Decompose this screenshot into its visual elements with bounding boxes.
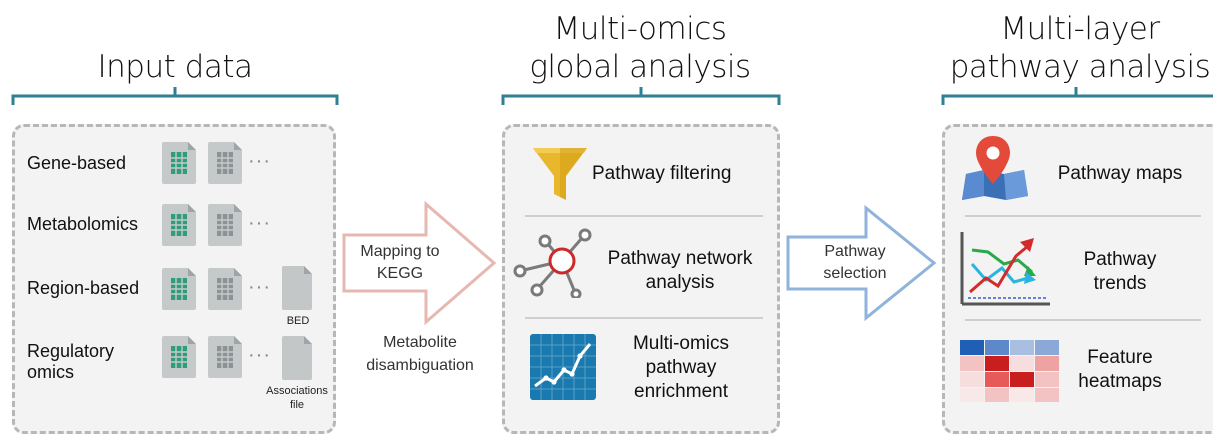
pathway-filtering-label: Pathway filtering [592, 163, 732, 184]
multi-omics-enrichment-label-line2: pathway [645, 357, 717, 378]
mapping-arrow-label-line1: Mapping to [360, 243, 440, 260]
mapping-arrow-label-line2: KEGG [376, 265, 424, 282]
multi-omics-enrichment-label-line1: Multi-omics [632, 333, 730, 354]
separator [965, 215, 1201, 217]
spreadsheet-gray-icon [207, 267, 243, 311]
pathway-analysis-title-line1: Multi-layer [1000, 11, 1160, 47]
bed-file-icon [282, 266, 312, 310]
selection-arrow-label: Pathway selection [800, 241, 910, 285]
pathway-network-label: Pathway network analysis [590, 247, 770, 295]
spreadsheet-gray-icon [207, 141, 243, 185]
pathway-bracket [941, 87, 1213, 105]
metabolite-disambiguation-note-line1: Metabolite [383, 334, 457, 351]
spreadsheet-green-icon [161, 267, 197, 311]
global-analysis-title-line2: global analysis [529, 49, 751, 85]
regulatory-omics-label-line1: Regulatory [27, 341, 115, 361]
pathway-trends-label: Pathway trends [1060, 248, 1180, 296]
metabolite-disambiguation-note: Metabolite disambiguation [340, 331, 500, 377]
selection-arrow-label-line1: Pathway [824, 243, 886, 260]
more-files-ellipsis: ··· [248, 212, 271, 234]
funnel-icon [533, 148, 587, 200]
selection-arrow-label-line2: selection [823, 265, 887, 282]
input-data-title: Input data [97, 49, 253, 85]
bed-file-label: BED [286, 315, 310, 327]
more-files-ellipsis: ··· [248, 276, 271, 298]
network-icon [513, 228, 592, 298]
global-bracket [501, 87, 781, 105]
input-bracket [11, 87, 339, 105]
multi-omics-enrichment-label: Multi-omics pathway enrichment [596, 332, 766, 404]
map-pin-icon [962, 136, 1028, 200]
mapping-arrow [342, 200, 497, 326]
associations-file-label: Associations file [252, 384, 342, 412]
more-files-ellipsis: ··· [248, 344, 271, 366]
pathway-network-label-line2: analysis [645, 272, 715, 293]
global-analysis-title: Multi-omics global analysis [500, 10, 780, 86]
pathway-trends-label-line1: Pathway [1083, 249, 1157, 270]
metabolomics-label: Metabolomics [27, 214, 139, 234]
feature-heatmaps-label: Feature heatmaps [1060, 346, 1180, 394]
separator [525, 215, 763, 217]
pathway-analysis-title-line2: pathway analysis [949, 49, 1211, 85]
associations-file-label-line2: file [289, 399, 305, 411]
gene-based-label: Gene-based [27, 153, 127, 173]
global-analysis-title-line1: Multi-omics [553, 11, 727, 47]
spreadsheet-gray-icon [207, 335, 243, 379]
spreadsheet-green-icon [161, 203, 197, 247]
associations-file-label-line1: Associations [266, 385, 328, 397]
pathway-maps-label: Pathway maps [1057, 163, 1183, 184]
multi-omics-enrichment-label-line3: enrichment [634, 381, 728, 402]
trend-chart-icon [960, 232, 1050, 306]
separator [965, 319, 1201, 321]
feature-heatmaps-label-line2: heatmaps [1078, 371, 1162, 392]
selection-arrow [786, 204, 937, 322]
pathway-trends-label-line2: trends [1093, 273, 1147, 294]
associations-file-icon [282, 336, 312, 380]
spreadsheet-gray-icon [207, 203, 243, 247]
spreadsheet-green-icon [161, 141, 197, 185]
region-based-label: Region-based [27, 278, 140, 298]
regulatory-omics-label: Regulatory omics [27, 341, 157, 383]
more-files-ellipsis: ··· [248, 150, 271, 172]
feature-heatmaps-label-line1: Feature [1087, 347, 1153, 368]
heatmap-icon [960, 340, 1059, 402]
regulatory-omics-label-line2: omics [27, 362, 75, 382]
metabolite-disambiguation-note-line2: disambiguation [366, 357, 474, 374]
mapping-arrow-label: Mapping to KEGG [348, 241, 452, 285]
separator [525, 317, 763, 319]
spreadsheet-green-icon [161, 335, 197, 379]
pathway-network-label-line1: Pathway network [607, 248, 753, 269]
enrichment-chart-icon [530, 334, 596, 400]
pathway-analysis-title: Multi-layer pathway analysis [935, 10, 1213, 86]
